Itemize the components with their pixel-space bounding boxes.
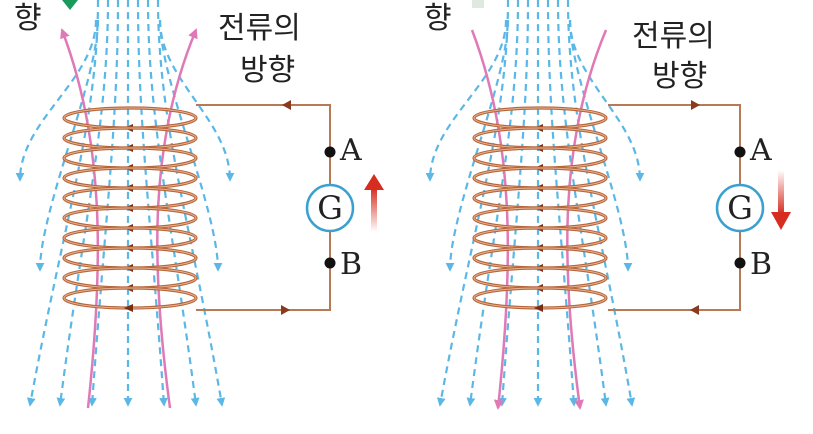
coil-turn-highlight <box>473 247 607 269</box>
coil-turn-highlight <box>63 287 197 309</box>
terminal-a-label: A <box>749 133 772 168</box>
turn-current-arrow <box>534 304 543 312</box>
terminal-b-label: B <box>340 247 362 282</box>
field-line <box>568 19 645 182</box>
current-arrow-bottom <box>281 305 290 315</box>
edge-label: 향 <box>14 1 42 36</box>
induced-field-lines <box>470 29 608 410</box>
coil-turn-highlight <box>63 247 197 269</box>
field-line <box>56 0 110 407</box>
terminal-a-dot <box>324 146 336 158</box>
field-line <box>556 0 610 407</box>
galvanometer-label: G <box>317 189 343 227</box>
coil-turn-highlight <box>63 147 197 169</box>
coil-turn-highlight <box>63 187 197 209</box>
coil-turn-highlight <box>473 207 607 229</box>
coil-turn-highlight <box>473 287 607 309</box>
field-line <box>156 0 226 407</box>
coil-turn-highlight <box>473 107 607 129</box>
field-line <box>425 19 508 182</box>
field-line <box>466 0 520 407</box>
field-line <box>15 19 98 182</box>
current-direction-label-1: 전류의 <box>218 11 301 46</box>
terminal-b-dot <box>734 257 746 269</box>
field-line <box>158 19 235 182</box>
terminal-a-label: A <box>339 133 362 168</box>
magnet-edge-marker <box>62 0 78 10</box>
current-arrow-bottom <box>690 305 699 315</box>
galvanometer-icon <box>305 183 355 233</box>
solenoid-coil <box>62 106 198 312</box>
coil-turn-highlight <box>63 267 197 289</box>
galvanometer-label: G <box>727 189 753 227</box>
current-direction-label-1: 전류의 <box>632 19 715 54</box>
field-line <box>436 0 510 407</box>
terminal-b-dot <box>324 257 336 269</box>
field-line <box>146 0 200 407</box>
induced-field-lines <box>60 28 198 409</box>
turn-current-arrow <box>124 304 133 312</box>
field-line <box>35 19 100 272</box>
terminal-b-label: B <box>750 247 772 282</box>
current-direction-label-2: 방향 <box>240 53 295 88</box>
current-arrow-top <box>691 100 700 110</box>
solenoid-coil <box>472 106 608 312</box>
current-arrow-top <box>282 100 291 110</box>
magnet-edge-marker <box>472 0 484 8</box>
coil-turn-highlight <box>63 167 197 189</box>
magnetic-field-lines <box>15 0 235 407</box>
induced-field-line <box>156 28 198 409</box>
panel-left: A B G 향 전류의 방향 <box>14 0 384 409</box>
field-line <box>445 19 510 272</box>
magnetic-field-lines <box>425 0 645 407</box>
coil-turn-highlight <box>63 107 197 129</box>
coil-turn-highlight <box>473 267 607 289</box>
coil-turn-highlight <box>473 147 607 169</box>
terminal-a-dot <box>734 146 746 158</box>
current-direction-label-2: 방향 <box>652 59 707 94</box>
coil-turn-highlight <box>63 207 197 229</box>
field-line <box>26 0 100 407</box>
field-line <box>158 19 223 272</box>
induced-field-line <box>60 28 100 409</box>
induced-field-line <box>470 29 510 410</box>
field-line <box>566 0 636 407</box>
coil-turn-highlight <box>63 227 197 249</box>
arrow-icon <box>771 170 791 230</box>
arrow-icon <box>364 174 384 232</box>
edge-label: 향 <box>424 1 452 36</box>
coil-turn-highlight <box>473 167 607 189</box>
coil-turn-highlight <box>473 227 607 249</box>
coil-turn-highlight <box>63 127 197 149</box>
coil-turn-highlight <box>473 127 607 149</box>
coil-turn-highlight <box>473 187 607 209</box>
panel-right: A B G 향 전류의 방향 <box>424 0 791 410</box>
galvanometer-icon <box>715 183 765 233</box>
induced-field-line <box>566 29 608 410</box>
field-line <box>568 19 633 272</box>
